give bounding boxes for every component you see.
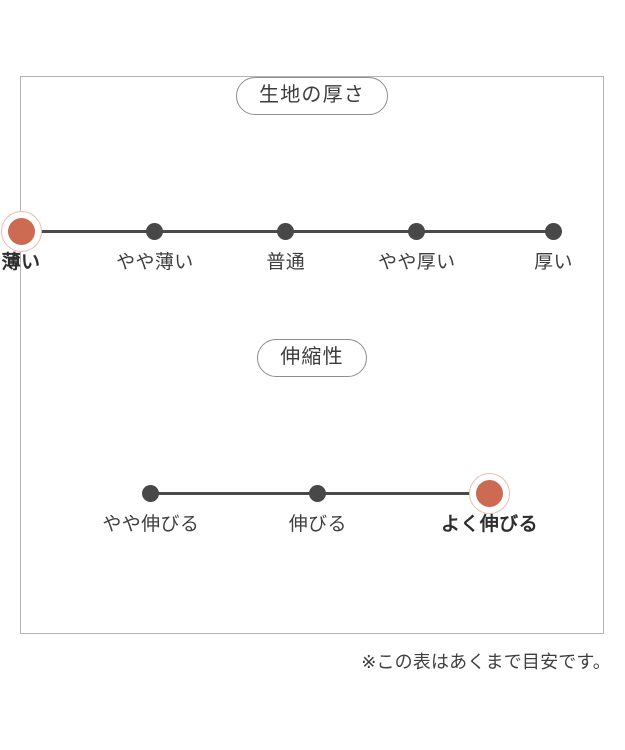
section-fabric-thickness: 生地の厚さ 薄い やや薄い 普通 やや厚い 厚い bbox=[0, 77, 603, 272]
fabric-spec-panel: 生地の厚さ 薄い やや薄い 普通 やや厚い 厚い 伸縮性 bbox=[0, 76, 604, 634]
thickness-label-2: 普通 bbox=[266, 252, 306, 273]
thickness-scale: 薄い やや薄い 普通 やや厚い 厚い bbox=[0, 145, 603, 272]
thickness-dot-3[interactable] bbox=[408, 223, 426, 240]
section-fabric-stretch: 伸縮性 やや伸びる 伸びる よく伸びる bbox=[21, 339, 603, 534]
stretch-label-1: 伸びる bbox=[288, 514, 347, 535]
stretch-dot-2[interactable] bbox=[476, 480, 503, 507]
stretch-dot-1[interactable] bbox=[309, 485, 327, 502]
stretch-title-pill: 伸縮性 bbox=[257, 339, 367, 377]
thickness-label-1: やや薄い bbox=[116, 252, 194, 273]
thickness-label-3: やや厚い bbox=[377, 252, 456, 273]
stretch-label-2: よく伸びる bbox=[441, 514, 538, 535]
thickness-label-0: 薄い bbox=[1, 252, 41, 273]
stretch-scale: やや伸びる 伸びる よく伸びる bbox=[21, 407, 603, 534]
stretch-title-row: 伸縮性 bbox=[21, 339, 603, 381]
thickness-title-pill: 生地の厚さ bbox=[236, 77, 388, 115]
disclaimer-note: ※この表はあくまで目安です。 bbox=[361, 652, 611, 672]
thickness-dot-2[interactable] bbox=[277, 223, 295, 240]
thickness-dot-4[interactable] bbox=[545, 223, 563, 240]
thickness-dot-1[interactable] bbox=[146, 223, 164, 240]
thickness-title-row: 生地の厚さ bbox=[21, 77, 603, 119]
stretch-label-0: やや伸びる bbox=[102, 514, 200, 535]
stretch-dot-0[interactable] bbox=[142, 485, 160, 502]
thickness-label-4: 厚い bbox=[534, 252, 573, 273]
thickness-dot-0[interactable] bbox=[7, 218, 35, 245]
